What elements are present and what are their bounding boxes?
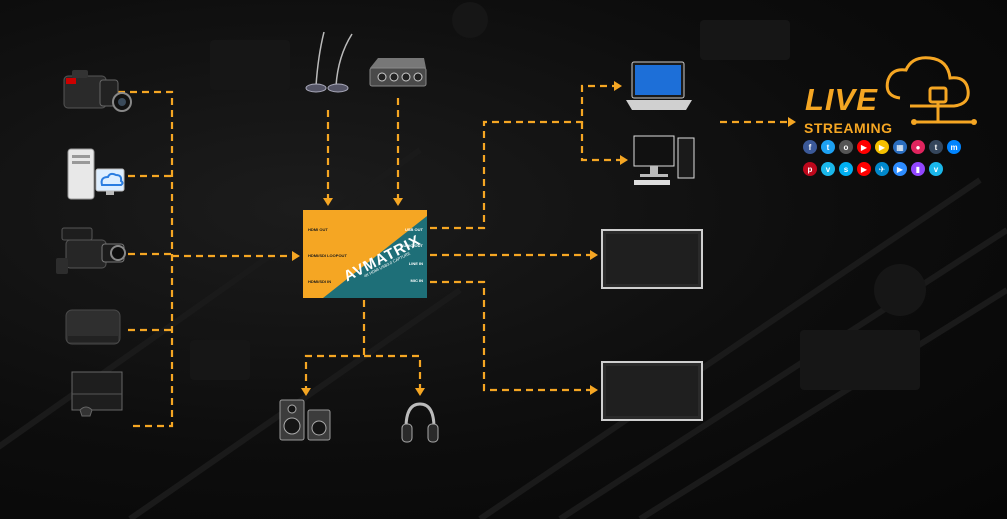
live-title: LIVE [805,82,878,117]
platform-icon: ▶ [857,162,871,176]
platform-icon: ▶ [893,162,907,176]
platform-icon: m [947,140,961,154]
connector-usb-to-computers [430,84,616,230]
laptop-icon [626,61,692,110]
cloud-pc-icon [67,148,125,200]
capture-device: HDMI OUT HDMI/SDI LOOPOUT HDMI/SDI IN US… [303,210,427,298]
platform-icon: ▶ [857,140,871,154]
arrow-desktop [620,155,628,165]
microphone-icon [305,31,353,93]
arrow-mic [323,198,333,206]
platform-icon: v [929,162,943,176]
tv-monitor-icon [601,229,703,289]
tv-monitor-icon [601,361,703,421]
connector-device-to-audio-out [304,300,366,390]
port-label-usb-out: USB OUT [405,227,423,232]
platform-icon: o [839,140,853,154]
arrow-speakers [301,388,311,396]
arrow-tv2 [590,385,598,395]
port-label-loopout: HDMI/SDI LOOPOUT [308,253,347,258]
port-label-hdmi-out: HDMI OUT [308,227,328,232]
connector-audio-out-headphones [364,354,422,390]
streaming-title: STREAMING [804,120,893,136]
arrow-tv1 [590,250,598,260]
port-label-mic-in: MIC IN [410,278,423,283]
headphones-icon [401,402,439,443]
arrow-stream [788,117,796,127]
camcorder-icon [56,227,126,274]
platform-icon: t [821,140,835,154]
connector-device-to-tv2 [430,280,592,392]
platform-icon: v [821,162,835,176]
platform-icon: p [803,162,817,176]
arrow-headphones [415,388,425,396]
connector-source-bus [118,90,174,428]
platform-icon: ▮ [911,162,925,176]
port-label-audio-out: AUDIO OUT [400,243,423,248]
platform-icon: ● [911,140,925,154]
platform-icon: ✈ [875,162,889,176]
game-console-icon [71,371,123,417]
arrow-device-in [292,251,300,261]
platform-icon: ▶ [875,140,889,154]
arrow-laptop [614,81,622,91]
platform-icon: s [839,162,853,176]
arrow-mixer [393,198,403,206]
port-label-hdmi-in: HDMI/SDI IN [308,279,332,284]
dslr-camera-icon [63,70,132,112]
cloud-network-icon [885,56,977,125]
platform-icon: ▦ [893,140,907,154]
speakers-icon [279,399,331,441]
media-box-icon [65,309,121,345]
platform-icon: f [803,140,817,154]
desktop-pc-icon [633,135,695,185]
connector-usb-to-desktop [580,122,622,162]
port-label-line-in: LINE IN [408,261,423,266]
audio-mixer-icon [369,58,427,87]
platform-icon: t [929,140,943,154]
